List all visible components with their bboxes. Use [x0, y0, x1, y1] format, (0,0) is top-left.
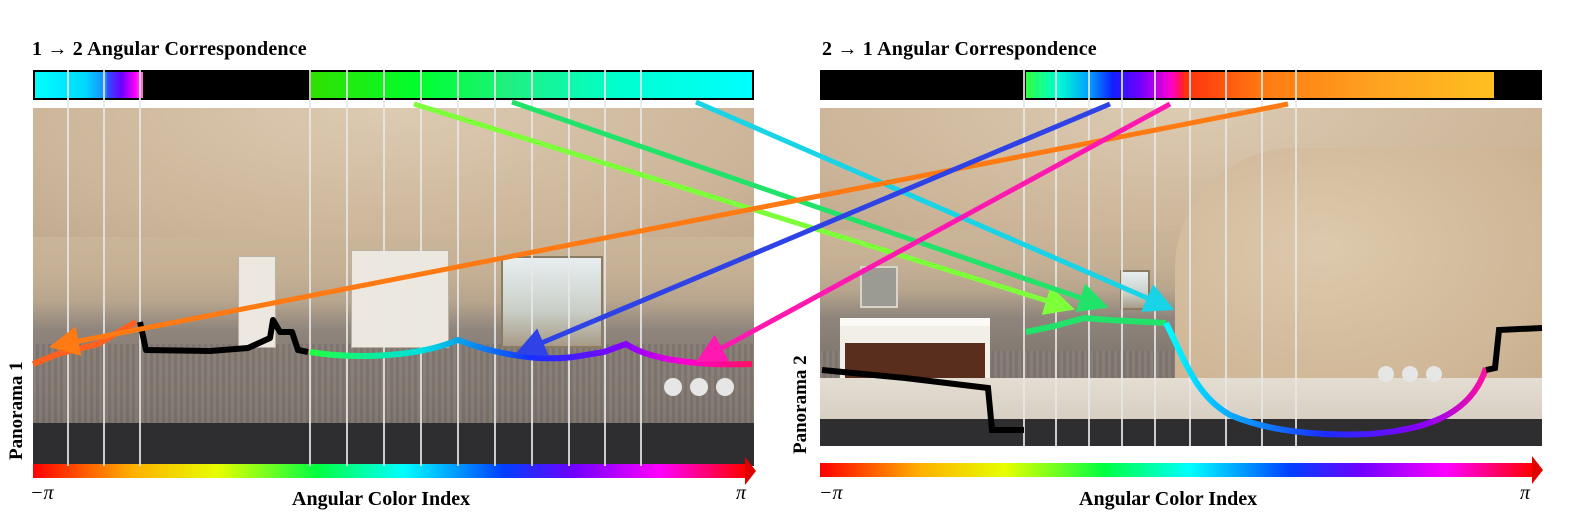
- arrow-orange: [49, 101, 1289, 356]
- right-axis-min-label: −π: [819, 482, 843, 504]
- right-axis-max-label: π: [1520, 482, 1531, 504]
- right-layout-boundary-matched-top: [1025, 314, 1167, 335]
- arrow-magenta: [695, 101, 1172, 363]
- right-angular-color-axis: [820, 463, 1532, 477]
- left-layout-boundary-unmatched: [137, 317, 309, 355]
- left-axis-min-label: −π: [30, 482, 54, 504]
- arrow-green: [511, 99, 1109, 313]
- right-layout-boundary-tail: [1485, 325, 1543, 373]
- right-axis-title: Angular Color Index: [1079, 488, 1258, 510]
- arrow-green-light: [413, 101, 1075, 315]
- left-axis-max-label: π: [736, 482, 747, 504]
- right-grid-lines: [1023, 70, 1297, 446]
- left-axis-arrowhead: [745, 457, 756, 485]
- arrow-cyan: [695, 99, 1175, 312]
- left-panel-title: 1 → 2 Angular Correspondence: [32, 38, 307, 60]
- right-panel-title: 2 → 1 Angular Correspondence: [822, 38, 1097, 60]
- right-correspondence-bar: [820, 70, 1542, 100]
- right-layout-boundary-unmatched: [821, 367, 1024, 433]
- left-layout-boundary-edge: [31, 319, 138, 367]
- right-layout-boundary-matched-curve: [1163, 321, 1489, 438]
- right-axis-arrowhead: [1532, 456, 1543, 484]
- panorama-2-label: Panorama 2: [790, 355, 811, 454]
- panorama-1-label: Panorama 1: [6, 361, 27, 460]
- arrow-blue: [515, 101, 1111, 357]
- right-more-indicator: [1378, 366, 1442, 382]
- left-more-indicator: [664, 378, 734, 396]
- left-angular-color-axis: [33, 464, 745, 478]
- left-grid-lines: [67, 70, 642, 466]
- panorama-1-image: [33, 108, 754, 466]
- left-axis-title: Angular Color Index: [292, 488, 471, 510]
- left-layout-boundary-matched: [309, 336, 753, 368]
